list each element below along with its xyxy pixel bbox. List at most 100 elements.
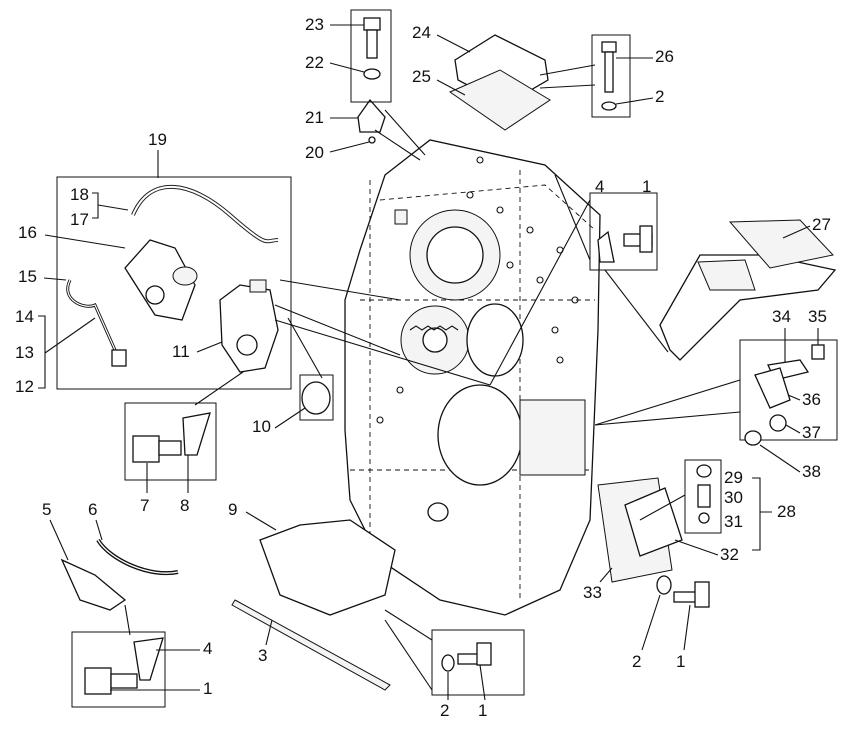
pin-20 (368, 136, 376, 144)
callout-29: 29 (724, 468, 743, 487)
callout-32: 32 (674, 539, 739, 564)
callout-14: 14 (15, 307, 34, 326)
plate-8 (182, 412, 211, 456)
bolt-1-box-left (71, 631, 166, 708)
svg-text:34: 34 (772, 307, 791, 326)
svg-text:1: 1 (203, 679, 212, 698)
callout-5: 5 (42, 500, 69, 561)
callout-18: 18 (70, 185, 89, 204)
callout-21: 21 (305, 108, 358, 127)
callout-38: 38 (759, 444, 821, 481)
svg-text:16: 16 (18, 223, 37, 242)
callout-17: 17 (70, 210, 89, 229)
callout-1-right: 1 (642, 177, 651, 196)
o-ring-box (299, 374, 334, 421)
svg-text:27: 27 (812, 215, 831, 234)
callout-12: 12 (15, 377, 34, 396)
svg-text:14: 14 (15, 307, 34, 326)
svg-text:3: 3 (258, 646, 267, 665)
sender-16 (124, 239, 196, 321)
cover-9 (259, 519, 396, 616)
svg-text:29: 29 (724, 468, 743, 487)
callout-30: 30 (724, 488, 743, 507)
svg-text:18: 18 (70, 185, 89, 204)
callout-22: 22 (305, 53, 365, 73)
svg-text:15: 15 (18, 267, 37, 286)
o-ring-10 (301, 381, 331, 415)
callout-35: 35 (808, 307, 827, 345)
svg-text:37: 37 (802, 423, 821, 442)
svg-text:7: 7 (140, 496, 149, 515)
washer-22 (363, 68, 381, 80)
svg-text:30: 30 (724, 488, 743, 507)
callout-2-br: 2 (632, 594, 661, 671)
svg-text:8: 8 (180, 496, 189, 515)
callout-27: 27 (782, 215, 831, 239)
callout-20: 20 (305, 141, 370, 162)
callout-1-bl: 1 (110, 679, 212, 698)
callout-7: 7 (140, 463, 149, 515)
svg-text:1: 1 (642, 177, 651, 196)
callout-28: 28 (777, 502, 796, 521)
callout-2-top: 2 (615, 87, 664, 106)
valve-11 (219, 284, 279, 373)
svg-text:17: 17 (70, 210, 89, 229)
callout-34: 34 (772, 307, 791, 362)
svg-text:32: 32 (720, 545, 739, 564)
bolt-23 (363, 17, 381, 59)
washer-38 (744, 430, 762, 446)
svg-text:25: 25 (412, 67, 431, 86)
svg-text:22: 22 (305, 53, 324, 72)
callout-25: 25 (412, 67, 466, 96)
callout-33: 33 (583, 567, 613, 602)
svg-text:20: 20 (305, 143, 324, 162)
callout-23: 23 (305, 15, 364, 34)
callout-2-bc: 2 (440, 672, 449, 720)
callout-19: 19 (148, 130, 167, 178)
bracket-36 (754, 367, 791, 409)
svg-text:31: 31 (724, 512, 743, 531)
sensor-group-box (56, 176, 292, 390)
callout-16: 16 (18, 223, 126, 249)
gasket-25 (448, 69, 551, 131)
cover-5 (60, 558, 127, 611)
svg-text:24: 24 (412, 23, 431, 42)
svg-text:21: 21 (305, 108, 324, 127)
callout-37: 37 (785, 423, 821, 442)
callout-31: 31 (724, 512, 743, 531)
callout-6: 6 (88, 500, 103, 541)
parts-34-38-box (739, 339, 838, 441)
callout-13: 13 (15, 317, 96, 362)
svg-text:10: 10 (252, 417, 271, 436)
svg-text:38: 38 (802, 462, 821, 481)
callout-24: 24 (412, 23, 471, 53)
svg-text:2: 2 (440, 701, 449, 720)
bolt-1-box-bottom (431, 629, 525, 696)
bolt-7-box (124, 402, 217, 481)
plug-37 (769, 414, 787, 432)
svg-text:23: 23 (305, 15, 324, 34)
callout-3: 3 (258, 619, 273, 665)
lock-plate-21 (357, 98, 386, 133)
bolt-26-box (591, 34, 631, 118)
callout-1-br: 1 (676, 604, 691, 671)
callout-10: 10 (252, 407, 306, 436)
svg-text:36: 36 (802, 390, 821, 409)
callout-36: 36 (787, 390, 821, 409)
svg-text:2: 2 (632, 652, 641, 671)
svg-text:1: 1 (478, 701, 487, 720)
svg-text:26: 26 (655, 47, 674, 66)
callout-26: 26 (616, 47, 674, 66)
callout-4-right: 4 (595, 177, 604, 196)
svg-text:35: 35 (808, 307, 827, 326)
parts-29-31-box (684, 459, 722, 534)
svg-text:28: 28 (777, 502, 796, 521)
svg-text:5: 5 (42, 500, 51, 519)
svg-text:2: 2 (655, 87, 664, 106)
bracket-27 (659, 254, 837, 361)
svg-text:9: 9 (228, 500, 237, 519)
transmission-housing (344, 139, 601, 616)
washer-2-top (601, 101, 617, 111)
